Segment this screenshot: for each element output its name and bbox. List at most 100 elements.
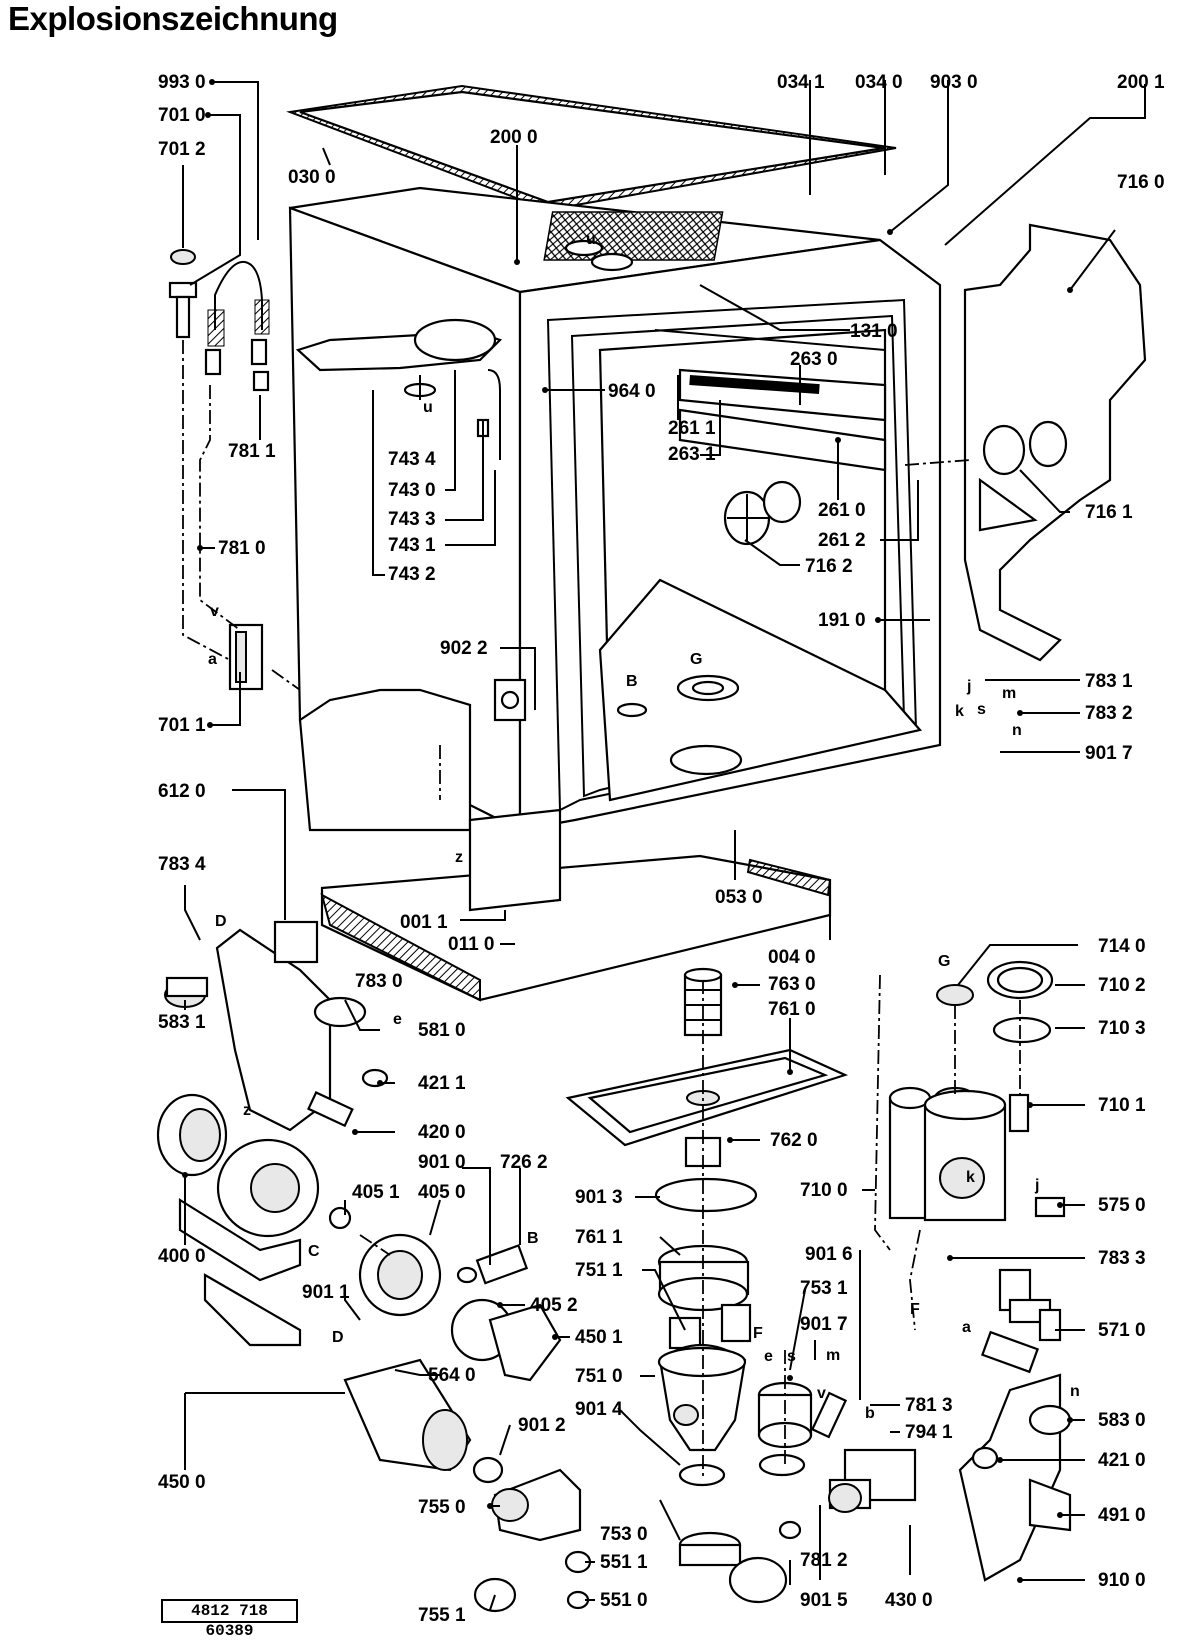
letter-marker: b	[865, 1405, 875, 1422]
letter-marker: z	[455, 849, 463, 866]
part-label: 743 1	[388, 535, 436, 556]
part-label: 901 7	[1085, 743, 1133, 764]
part-label: 781 1	[228, 441, 276, 462]
part-label: 794 1	[905, 1422, 953, 1443]
letter-markers: u u v a B G j k m s n z D e z C D B F e …	[208, 231, 1080, 1422]
part-label: 783 3	[1098, 1248, 1146, 1269]
part-label: 716 0	[1117, 172, 1165, 193]
part-label: 716 1	[1085, 502, 1133, 523]
letter-marker: m	[1002, 685, 1016, 702]
letter-marker: u	[423, 399, 433, 416]
part-label: 726 2	[500, 1152, 548, 1173]
part-label: 131 0	[850, 321, 898, 342]
part-label: 755 1	[418, 1605, 466, 1626]
part-label: 761 0	[768, 999, 816, 1020]
part-label: 710 2	[1098, 975, 1146, 996]
part-label: 701 0	[158, 105, 206, 126]
part-label: 030 0	[288, 167, 336, 188]
part-label: 743 4	[388, 449, 436, 470]
part-labels: 993 0 701 0 701 2 781 1 781 0 701 1 030 …	[158, 72, 1165, 1626]
part-label: 763 0	[768, 974, 816, 995]
part-label: 910 0	[1098, 1570, 1146, 1591]
part-label: 612 0	[158, 781, 206, 802]
part-label: 583 1	[158, 1012, 206, 1033]
part-label: 200 1	[1117, 72, 1165, 93]
part-label: 783 1	[1085, 671, 1133, 692]
filter-stack-drawing	[565, 967, 849, 1604]
document-number: 4812 718 60389	[161, 1599, 298, 1640]
motor-pump-drawing	[156, 920, 592, 1613]
letter-marker: e	[393, 1011, 402, 1028]
part-label: 753 1	[800, 1278, 848, 1299]
part-label: 901 5	[800, 1590, 848, 1611]
letter-marker: n	[1070, 1383, 1080, 1400]
leader-lines	[182, 79, 1146, 1611]
part-label: 053 0	[715, 887, 763, 908]
part-label: 755 0	[418, 1497, 466, 1518]
part-label: 714 0	[1098, 936, 1146, 957]
letter-marker: k	[955, 703, 964, 720]
part-label: 564 0	[428, 1365, 476, 1386]
letter-marker: e	[764, 1348, 773, 1365]
part-label: 551 1	[600, 1552, 648, 1573]
part-label: 261 0	[818, 500, 866, 521]
letter-marker: a	[208, 651, 217, 668]
part-label: 751 1	[575, 1260, 623, 1281]
part-label: 743 2	[388, 564, 436, 585]
letter-marker: j	[1034, 1177, 1039, 1194]
part-label: 710 3	[1098, 1018, 1146, 1039]
part-label: 761 1	[575, 1227, 623, 1248]
part-label: 491 0	[1098, 1505, 1146, 1526]
letter-marker: v	[210, 603, 219, 620]
part-label: 783 4	[158, 854, 206, 875]
letter-marker: n	[1012, 722, 1022, 739]
part-label: 993 0	[158, 72, 206, 93]
letter-marker: u	[586, 231, 596, 248]
part-label: 583 0	[1098, 1410, 1146, 1431]
part-label: 903 0	[930, 72, 978, 93]
part-label: 420 0	[418, 1122, 466, 1143]
part-label: 710 0	[800, 1180, 848, 1201]
part-label: 901 1	[302, 1282, 350, 1303]
part-label: 781 3	[905, 1395, 953, 1416]
part-label: 964 0	[608, 381, 656, 402]
part-label: 571 0	[1098, 1320, 1146, 1341]
part-label: 783 2	[1085, 703, 1133, 724]
part-label: 261 2	[818, 530, 866, 551]
part-label: 901 2	[518, 1415, 566, 1436]
part-label: 901 0	[418, 1152, 466, 1173]
letter-marker: G	[690, 651, 702, 668]
part-label: 405 2	[530, 1295, 578, 1316]
part-label: 753 0	[600, 1524, 648, 1545]
part-label: 034 1	[777, 72, 825, 93]
part-label: 701 2	[158, 139, 206, 160]
part-label: 902 2	[440, 638, 488, 659]
part-label: 781 2	[800, 1550, 848, 1571]
letter-marker: D	[215, 913, 227, 930]
part-label: 400 0	[158, 1246, 206, 1267]
part-label: 716 2	[805, 556, 853, 577]
part-label: 901 4	[575, 1399, 623, 1420]
hose-assembly-drawing	[168, 249, 270, 691]
letter-marker: C	[308, 1243, 320, 1260]
part-label: 781 0	[218, 538, 266, 559]
part-label: 762 0	[770, 1130, 818, 1151]
part-label: 430 0	[885, 1590, 933, 1611]
letter-marker: B	[626, 673, 638, 690]
part-label: 783 0	[355, 971, 403, 992]
softener-valve-drawing	[828, 960, 1072, 1582]
part-label: 261 1	[668, 418, 716, 439]
part-label: 710 1	[1098, 1095, 1146, 1116]
part-label: 011 0	[448, 934, 495, 955]
part-label: 405 1	[352, 1182, 400, 1203]
letter-marker: s	[787, 1348, 796, 1365]
part-label: 901 7	[800, 1314, 848, 1335]
letter-marker: D	[332, 1329, 344, 1346]
part-label: 743 3	[388, 509, 436, 530]
letter-marker: j	[966, 678, 971, 695]
part-label: 421 0	[1098, 1450, 1146, 1471]
letter-marker: G	[938, 953, 950, 970]
part-label: 421 1	[418, 1073, 466, 1094]
part-label: 701 1	[158, 715, 206, 736]
